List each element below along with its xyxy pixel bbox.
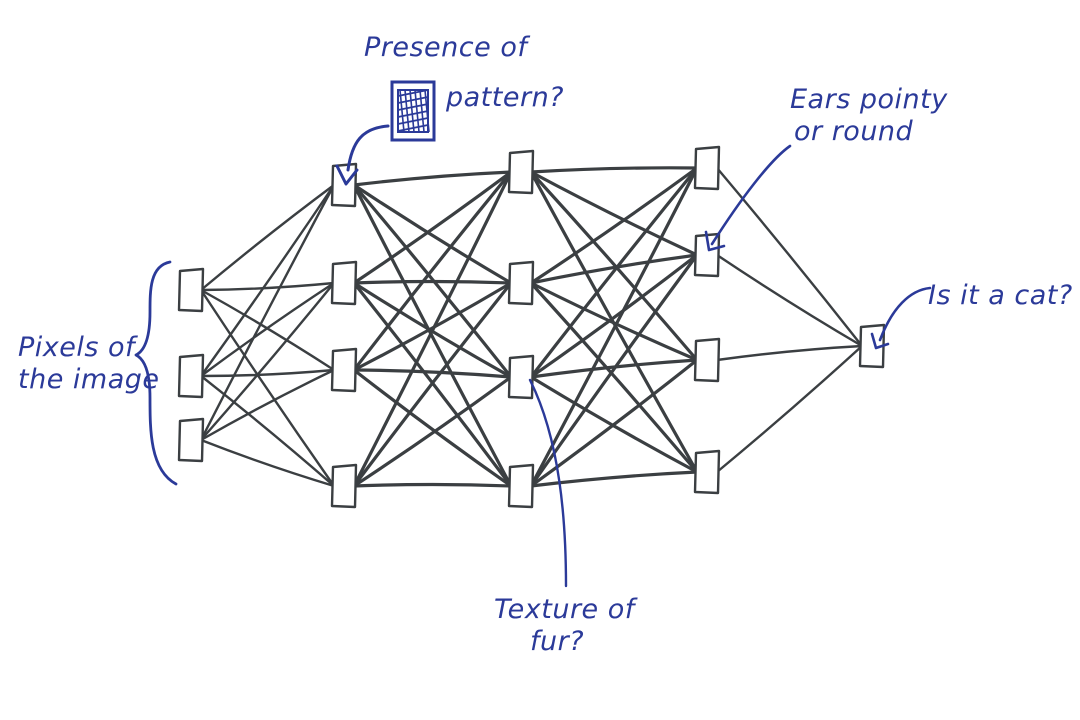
connection-edge: [352, 482, 513, 488]
input-brace: [134, 260, 178, 486]
connection-edge: [715, 344, 864, 362]
pattern-label: Presence of: [364, 32, 528, 63]
connection-edge: [199, 368, 336, 378]
connection-edge: [199, 281, 336, 442]
neuron-node: [330, 260, 358, 306]
input-label: Pixels of the image: [18, 332, 160, 395]
connection-edge: [199, 368, 336, 442]
neuron-node: [507, 354, 535, 400]
neurons: [177, 145, 886, 509]
connection-edge: [352, 170, 513, 372]
connections: [199, 166, 864, 488]
connection-edge: [529, 166, 699, 285]
connection-edge: [352, 183, 513, 379]
ears-arrow: [710, 144, 792, 246]
pattern-label-2: pattern?: [446, 82, 565, 113]
connection-edge: [529, 170, 699, 362]
neuron-node: [330, 347, 358, 393]
fur-label: Texture of fur?: [494, 594, 635, 657]
connection-edge: [199, 281, 336, 292]
pattern-icon: [390, 80, 436, 142]
connection-edge: [529, 253, 699, 488]
fur-pointer: [528, 378, 568, 588]
pattern-arrow: [346, 124, 390, 172]
cat-label: Is it a cat?: [928, 280, 1073, 311]
ears-arrowhead: [704, 230, 726, 252]
connection-edge: [529, 253, 699, 379]
neuron-node: [177, 353, 205, 399]
connection-edge: [529, 166, 699, 379]
neuron-node: [507, 149, 535, 195]
connection-edge: [352, 170, 513, 285]
connection-edge: [352, 281, 513, 488]
connection-edge: [352, 183, 513, 285]
connection-edge: [352, 368, 513, 379]
connection-edge: [352, 375, 513, 488]
connection-edge: [715, 166, 864, 348]
connection-edge: [199, 281, 336, 378]
connection-edge: [529, 253, 699, 285]
neuron-node: [330, 162, 358, 208]
connection-edge: [199, 374, 336, 488]
connection-edge: [199, 183, 336, 378]
connection-edge: [715, 253, 864, 348]
connection-edge: [352, 170, 513, 488]
cat-pointer: [878, 286, 932, 342]
neuron-node: [507, 463, 535, 509]
neuron-node: [177, 267, 205, 313]
neuron-node: [693, 449, 721, 495]
connection-edge: [199, 183, 336, 442]
neuron-node: [693, 145, 721, 191]
connection-edge: [529, 170, 699, 257]
connection-edge: [352, 170, 513, 187]
connection-edge: [199, 438, 336, 488]
connection-edge: [529, 358, 699, 488]
annotation-marks: [134, 80, 932, 588]
connection-edge: [199, 288, 336, 488]
neuron-node: [177, 417, 205, 463]
connection-edge: [529, 166, 699, 174]
connection-edge: [529, 470, 699, 488]
connection-edge: [352, 368, 513, 488]
neuron-node: [330, 463, 358, 509]
cat-arrowhead: [870, 332, 890, 350]
connection-edge: [199, 288, 336, 372]
neuron-node: [507, 260, 535, 306]
connection-edge: [199, 183, 336, 292]
connection-edge: [715, 344, 864, 474]
connection-edge: [352, 183, 513, 488]
neuron-node: [693, 337, 721, 383]
connection-edge: [352, 279, 513, 285]
connection-edge: [529, 281, 699, 474]
pattern-arrowhead: [335, 164, 359, 186]
ears-label: Ears pointy or round: [790, 84, 948, 147]
neuron-node: [858, 323, 886, 369]
connection-edge: [529, 281, 699, 362]
